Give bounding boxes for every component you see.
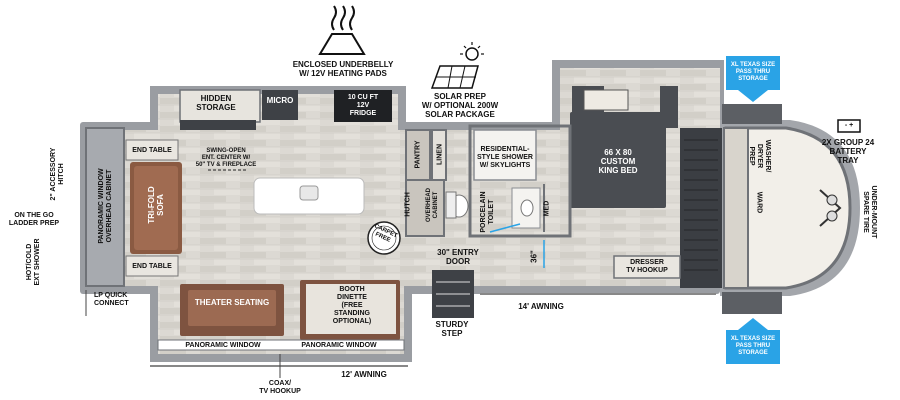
tri-fold-sofa-label: TRI-FOLD SOFA xyxy=(147,186,165,224)
overhead-cabinet-label: OVERHEAD CABINET xyxy=(426,188,439,223)
swing-open-label: SWING-OPEN ENT. CENTER W/ 50" TV & FIREP… xyxy=(195,148,257,168)
hidden-storage-label: HIDDEN STORAGE xyxy=(196,94,236,112)
lp-quick-label: LP QUICK CONNECT xyxy=(94,292,129,307)
dresser-label: DRESSER TV HOOKUP xyxy=(626,259,668,274)
carpet-free-badge xyxy=(367,221,401,255)
bedroom-slide xyxy=(570,86,678,208)
dresser xyxy=(613,255,681,279)
shower-label: RESIDENTIAL- STYLE SHOWER W/ SKYLIGHTS xyxy=(476,146,533,169)
hutch-label: HUTCH xyxy=(404,192,412,217)
awning-12-label: 12' AWNING xyxy=(341,370,387,379)
awning-14-label: 14' AWNING xyxy=(518,302,564,311)
micro-label: MICRO xyxy=(266,96,294,105)
coax-label: COAX/ TV HOOKUP xyxy=(259,380,301,395)
kitchen-island xyxy=(253,177,365,215)
pass-thru-storage-top xyxy=(722,104,782,124)
end-table-top-label: END TABLE xyxy=(132,147,172,154)
solar-label: SOLAR PREP W/ OPTIONAL 200W SOLAR PACKAG… xyxy=(421,92,499,119)
entry-door-label: 30" ENTRY DOOR xyxy=(437,248,479,266)
spare-tire-icon xyxy=(819,189,842,227)
sturdy-step xyxy=(432,270,474,318)
med-label: MED xyxy=(543,200,551,217)
battery-symbol-label: - + xyxy=(844,122,854,129)
spare-tire-label: UNDER-MOUNT SPARE TIRE xyxy=(862,185,877,239)
accessory-hitch-label: 2" ACCESSORY HITCH xyxy=(50,147,65,201)
panoramic-left-label: PANORAMIC WINDOW xyxy=(185,342,261,349)
entry-door-arrow xyxy=(489,223,521,233)
heat-icon xyxy=(318,5,366,55)
washer-dryer-label: WASHER/ DRYER PREP xyxy=(748,139,771,173)
bathroom xyxy=(445,124,572,238)
theater-seating-label: THEATER SEATING xyxy=(194,298,270,307)
linen-label: LINEN xyxy=(436,144,444,165)
living-area xyxy=(85,127,182,287)
underbelly-label: ENCLOSED UNDERBELLY W/ 12V HEATING PADS xyxy=(292,60,394,78)
battery-label: 2X GROUP 24 BATTERY TRAY xyxy=(821,138,875,165)
ladder-prep-label: ON THE GO LADDER PREP xyxy=(8,212,60,227)
kitchen-counter xyxy=(179,89,392,130)
ext-shower-label: HOT/COLD EXT SHOWER xyxy=(26,238,41,286)
porcelain-toilet-label: PORCELAIN TOILET xyxy=(480,191,495,233)
xl-storage-top-label: XL TEXAS SIZE PASS THRU STORAGE xyxy=(730,62,776,82)
pass-thru-storage-bottom xyxy=(722,292,782,314)
end-table-bottom-label: END TABLE xyxy=(132,263,172,270)
solar-panel-icon xyxy=(430,42,484,89)
front-bedroom-wall xyxy=(680,126,852,290)
xl-storage-callout-top xyxy=(726,56,780,102)
fridge-label: 10 CU FT 12V FRIDGE xyxy=(347,94,379,117)
seating-slide xyxy=(157,280,405,351)
pantry-hutch xyxy=(405,129,447,237)
panoramic-overhead-label: PANORAMIC WINDOW OVERHEAD CABINET xyxy=(98,168,113,244)
xl-storage-callout-bottom xyxy=(726,318,780,364)
door-36-label: 36" xyxy=(529,250,539,263)
sturdy-step-label: STURDY STEP xyxy=(435,320,469,338)
panoramic-right-label: PANORAMIC WINDOW xyxy=(301,342,377,349)
xl-storage-bottom-label: XL TEXAS SIZE PASS THRU STORAGE xyxy=(730,336,776,356)
king-bed-label: 66 X 80 CUSTOM KING BED xyxy=(598,148,638,175)
ward-label: WARD xyxy=(755,191,763,214)
booth-dinette-label: BOOTH DINETTE (FREE STANDING OPTIONAL) xyxy=(332,286,372,325)
pantry-label: PANTRY xyxy=(414,140,422,169)
battery-icon xyxy=(837,119,861,133)
